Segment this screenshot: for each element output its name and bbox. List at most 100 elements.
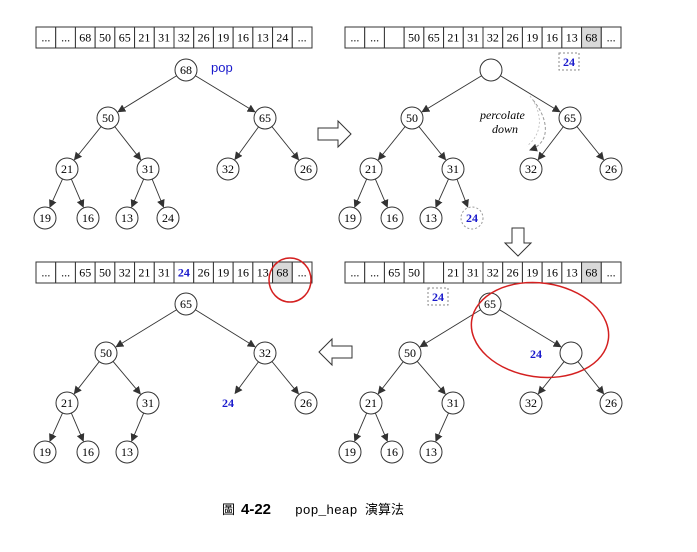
tree-node-value: 13 xyxy=(425,211,437,225)
tree-node xyxy=(599,157,623,181)
tree-edge xyxy=(374,178,389,208)
tree-edge xyxy=(353,412,368,442)
empty-node xyxy=(479,58,503,82)
array-cell-value: 24 xyxy=(178,266,190,280)
array-cell-value: 68 xyxy=(585,266,597,280)
tree-edge xyxy=(353,178,368,208)
tree-node xyxy=(441,391,465,415)
tree-node-value: 65 xyxy=(259,111,271,125)
array-cell-value: ... xyxy=(41,266,50,280)
tree-node-value: 50 xyxy=(404,346,416,360)
tree-node xyxy=(338,440,362,464)
array-cell-value: ... xyxy=(350,266,359,280)
tree-node xyxy=(136,391,160,415)
tree-edge xyxy=(73,126,102,161)
array-cell-value: 68 xyxy=(276,266,288,280)
array-cell-value: 19 xyxy=(526,266,538,280)
floating-value-top: 24 xyxy=(563,55,575,69)
tree-edge xyxy=(130,412,145,442)
array-cell-value: 13 xyxy=(566,266,578,280)
tree-node-value: 50 xyxy=(100,346,112,360)
tree-node-value: 32 xyxy=(222,162,234,176)
array-cell-value: 65 xyxy=(388,266,400,280)
array-cell-value: 68 xyxy=(79,31,91,45)
tree-node xyxy=(96,106,120,130)
tree-node-value: 13 xyxy=(121,211,133,225)
tree-node xyxy=(419,206,443,230)
array-cell xyxy=(383,26,405,49)
array-cell-value: ... xyxy=(370,266,379,280)
tree-node xyxy=(460,206,484,230)
array-cell-value: 16 xyxy=(546,266,558,280)
array-cell xyxy=(600,26,622,49)
tree-node xyxy=(33,206,57,230)
array-cell-value: 65 xyxy=(119,31,131,45)
tree-node xyxy=(380,440,404,464)
tree-node-value: 16 xyxy=(82,211,94,225)
tree-edge xyxy=(114,126,142,161)
tree-node xyxy=(338,206,362,230)
array-cell xyxy=(291,26,313,49)
array-cell-value: 19 xyxy=(526,31,538,45)
tree-node-value: 19 xyxy=(39,211,51,225)
tree-edges xyxy=(49,75,300,208)
tree-node xyxy=(94,341,118,365)
array-cell-value: ... xyxy=(298,266,307,280)
red-highlight-circle-tree xyxy=(470,281,610,379)
array-cell-value: 13 xyxy=(566,31,578,45)
tree-node-value: 32 xyxy=(525,396,537,410)
tree-edge xyxy=(421,75,482,113)
floating-value-bottom: 24 xyxy=(432,290,444,304)
tree-node-value: 24 xyxy=(162,211,174,225)
array-cell-value: ... xyxy=(607,31,616,45)
array-cell-value: 19 xyxy=(217,31,229,45)
caption-fig-label: 圖 xyxy=(222,503,235,518)
array-cell-value: 31 xyxy=(158,31,170,45)
array-cell-value: 26 xyxy=(198,266,210,280)
tree-edges xyxy=(49,309,300,442)
tree-edge xyxy=(70,178,85,208)
tree-edge xyxy=(115,309,177,348)
tree-node-value: 21 xyxy=(365,162,377,176)
array-cell-value: 50 xyxy=(99,31,111,45)
tree-edge xyxy=(70,412,85,442)
tree-edge xyxy=(456,179,469,208)
percolate-curve-inner xyxy=(526,95,540,147)
tree-node-value: 16 xyxy=(386,211,398,225)
array-cell-value: 16 xyxy=(237,31,249,45)
tree-node xyxy=(294,157,318,181)
array-cell-value: 65 xyxy=(79,266,91,280)
array-cell-value: 32 xyxy=(487,266,499,280)
arrow-right-flow xyxy=(317,119,352,149)
array-cell-value: 31 xyxy=(467,31,479,45)
tree-node-value: 13 xyxy=(425,445,437,459)
array-cell-value: 16 xyxy=(237,266,249,280)
tree-node-value: 21 xyxy=(61,396,73,410)
tree-edge xyxy=(435,412,449,442)
tree-node xyxy=(115,206,139,230)
tree-node-value: 19 xyxy=(39,445,51,459)
array-cell-value: 32 xyxy=(178,31,190,45)
array-cell-value: 50 xyxy=(99,266,111,280)
tree-node xyxy=(55,391,79,415)
array-cell-value: 21 xyxy=(138,31,150,45)
tree-edge xyxy=(416,361,446,395)
red-highlight-circle-array xyxy=(268,257,312,303)
tree-node xyxy=(294,391,318,415)
tree-node-value: 31 xyxy=(142,396,154,410)
tree-edge xyxy=(499,309,562,348)
tree-node xyxy=(599,391,623,415)
tree-node xyxy=(441,157,465,181)
tree-node xyxy=(558,106,582,130)
tree-edge xyxy=(130,178,145,208)
tree-node-value: 26 xyxy=(605,162,617,176)
tree-node-value: 31 xyxy=(447,162,459,176)
percolate-label: percolate xyxy=(479,108,526,122)
